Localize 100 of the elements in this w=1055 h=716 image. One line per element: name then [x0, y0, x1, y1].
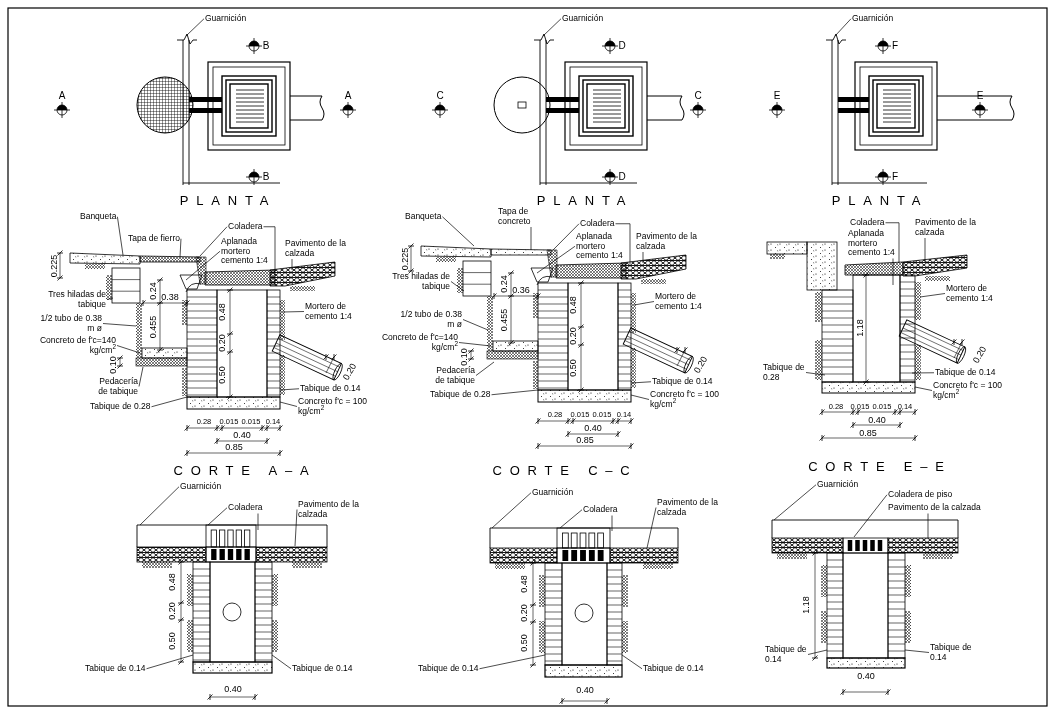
leader-line: [914, 386, 933, 391]
dimension-label: 0.85: [576, 435, 594, 445]
leader-line: [442, 216, 475, 247]
leader-line: [458, 342, 492, 347]
callout-label: Tabique de 0.14: [292, 664, 353, 674]
leader-line: [924, 237, 926, 263]
callout-label: Coladera de piso: [888, 490, 953, 500]
callout-label: Tabique de 0.14: [418, 664, 479, 674]
dimension-label: 0.50: [568, 359, 578, 377]
leader-line: [263, 226, 276, 272]
leader-line: [885, 222, 900, 264]
leader-line: [257, 513, 259, 531]
dimension-label: 0.10: [459, 348, 469, 366]
leader-line: [479, 654, 546, 670]
leader-line: [450, 281, 465, 292]
callout-label: Banqueta: [80, 212, 117, 222]
callout-label: Pavimento de la calzada: [915, 218, 977, 237]
callout-label: Aplanada mortero cemento 1:4: [221, 237, 271, 266]
section-letter: C: [436, 91, 444, 101]
leader-line: [151, 396, 188, 408]
dimension-label: 0.38: [161, 292, 179, 302]
callout-label: Tabique de 0.14: [930, 643, 972, 662]
dimension-label: 0.455: [499, 308, 509, 332]
callout-label: Tabique de 0.14: [652, 377, 713, 387]
dimension-label: 0.40: [584, 423, 602, 433]
leader-line: [475, 361, 495, 376]
dimension-label: 0.85: [859, 428, 877, 438]
dimension-label: 0.24: [148, 282, 158, 300]
leader-line: [542, 18, 562, 37]
leader-line: [279, 388, 300, 391]
dimension-label: 0.20: [519, 604, 529, 622]
callout-label: Tapa de fierro: [128, 234, 180, 244]
callout-label: 1/2 tubo de 0.38 m ø: [400, 310, 462, 329]
callout-label: Mortero de cemento 1:4: [946, 284, 1008, 303]
leader-line: [294, 509, 298, 547]
leader-line: [615, 223, 631, 265]
callout-label: Concreto f'c = 100 kg/cm$^{2}$: [650, 390, 726, 409]
leader-line: [630, 381, 652, 384]
plan-view-drawing: [136, 33, 325, 186]
section-letter: B: [262, 41, 270, 51]
view-title: PLANTA: [831, 193, 929, 207]
callout-label: Pavimento de la calzada: [888, 503, 981, 513]
callout-label: Coladera: [580, 219, 615, 229]
dimension-label: 0.20: [167, 602, 177, 620]
section-letter: C: [694, 91, 702, 101]
section-letter: A: [58, 91, 66, 101]
callout-label: Tabique de 0.14: [935, 368, 996, 378]
leader-line: [106, 297, 114, 300]
leader-line: [927, 513, 929, 539]
leader-line: [146, 654, 194, 670]
callout-label: Guarnición: [532, 488, 574, 498]
dimension-label: 0.455: [148, 315, 158, 339]
dimension-label: 1.18: [855, 319, 865, 337]
leader-line: [611, 515, 613, 532]
leader-line: [179, 238, 182, 258]
section-letter: D: [618, 41, 626, 51]
leader-line: [185, 250, 221, 281]
dimension-label: 0.20: [568, 327, 578, 345]
callout-label: Banqueta: [405, 212, 442, 222]
leader-line: [807, 649, 828, 655]
section-letter: E: [976, 91, 984, 101]
leader-line: [633, 301, 655, 306]
callout-label: Guarnición: [852, 14, 894, 24]
leader-line: [904, 649, 930, 653]
view-title: CORTE A–A: [173, 463, 317, 477]
view-title: PLANTA: [179, 193, 277, 207]
callout-label: Tres hiladas de tabique: [385, 272, 450, 291]
callout-label: Guarnición: [562, 14, 604, 24]
callout-label: Tabique de 0.14: [85, 664, 146, 674]
section-letter: F: [891, 41, 899, 51]
dimension-label: 0.48: [167, 573, 177, 591]
leader-line: [853, 494, 888, 538]
callout-label: Guarnición: [817, 480, 859, 490]
callout-label: Coladera: [583, 505, 618, 515]
callout-label: Aplanada mortero cemento 1:4: [848, 229, 896, 258]
callout-label: Coladera: [850, 218, 885, 228]
dimension-label: 0.50: [217, 366, 227, 384]
callout-label: Pavimento de la calzada: [636, 232, 698, 251]
callout-label: Aplanada mortero cemento 1:4: [576, 232, 626, 261]
leader-line: [530, 226, 532, 251]
dimension-label: 0.48: [519, 575, 529, 593]
section-letter: D: [618, 172, 626, 182]
dimension-label: 1.18: [801, 596, 811, 614]
callout-label: Pedacería de tabique: [88, 377, 138, 396]
callout-label: Concreto de f'c=140 kg/cm$^{2}$: [378, 333, 458, 352]
leader-line: [911, 372, 935, 374]
leader-line: [138, 366, 144, 387]
callout-label: Coladera: [228, 503, 263, 513]
leader-line: [199, 226, 228, 257]
callout-label: Tabique de 0.14: [300, 384, 361, 394]
leader-line: [552, 223, 580, 251]
callout-label: Tabique de 0.14: [765, 645, 807, 664]
leader-line: [834, 18, 852, 37]
leader-line: [805, 372, 826, 376]
dimension-label: 0.50: [519, 634, 529, 652]
callout-label: Tabique de 0.14: [643, 664, 704, 674]
leader-line: [491, 492, 532, 529]
view-title: CORTE C–C: [492, 463, 638, 477]
callout-label: Coladera: [228, 222, 263, 232]
leader-line: [282, 311, 305, 313]
